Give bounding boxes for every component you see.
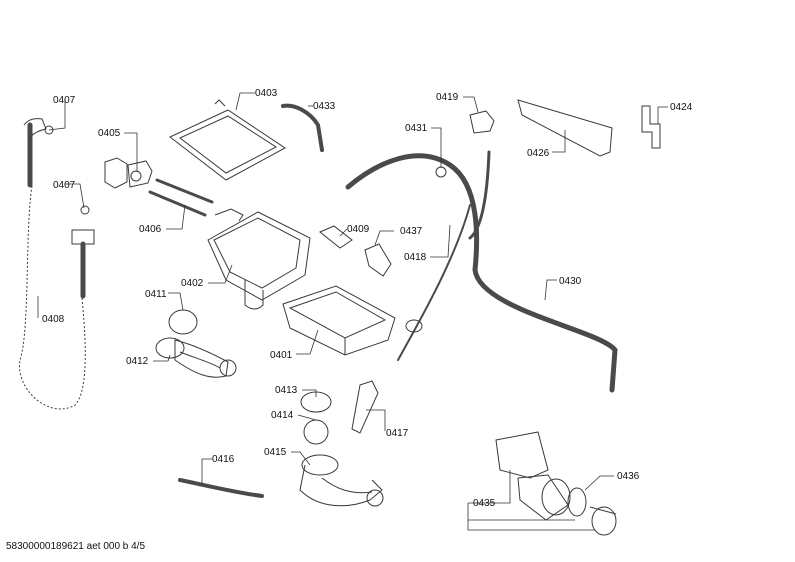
part-labels: 0403 0433 0407 0405 0407 0406 0402 0409 …	[42, 88, 693, 509]
label-0402: 0402	[181, 278, 204, 289]
label-0430: 0430	[559, 276, 582, 287]
hose-0433	[281, 103, 324, 152]
label-0409: 0409	[347, 224, 370, 235]
label-0407-b: 0407	[53, 180, 76, 191]
label-0418: 0418	[404, 252, 427, 263]
label-0426: 0426	[527, 148, 550, 159]
label-0413: 0413	[275, 385, 298, 396]
sump-assembly	[299, 391, 384, 507]
label-0437: 0437	[400, 226, 423, 237]
label-0411: 0411	[145, 289, 167, 300]
inlet-hose-assembly	[19, 118, 95, 410]
detergent-drawer	[282, 285, 396, 356]
part-0437	[364, 243, 392, 277]
bracket-0426	[517, 99, 613, 157]
label-0433: 0433	[313, 101, 336, 112]
clip-0424	[641, 105, 661, 149]
label-0436: 0436	[617, 471, 640, 482]
label-0403: 0403	[255, 88, 278, 99]
label-0414: 0414	[271, 410, 294, 421]
lid-frame	[169, 99, 286, 181]
label-0431: 0431	[405, 123, 428, 134]
label-0416: 0416	[212, 454, 235, 465]
label-0417: 0417	[386, 428, 409, 439]
label-0405: 0405	[98, 128, 121, 139]
label-0419: 0419	[436, 92, 459, 103]
leader-lines	[37, 92, 668, 531]
label-0415: 0415	[264, 447, 287, 458]
valve-assembly	[104, 157, 214, 217]
label-0424: 0424	[670, 102, 693, 113]
document-footer-id: 58300000189621 aet 000 b 4/5	[6, 541, 146, 552]
drain-hoses	[345, 110, 618, 393]
part-0409	[319, 225, 353, 249]
hose-0416	[178, 478, 264, 498]
label-0401: 0401	[270, 350, 293, 361]
label-0435: 0435	[473, 498, 496, 509]
label-0406: 0406	[139, 224, 162, 235]
label-0407-a: 0407	[53, 95, 76, 106]
drain-pump	[495, 431, 617, 536]
heater-0417	[351, 380, 379, 434]
detergent-housing	[207, 208, 311, 310]
bellows-0412	[155, 309, 237, 378]
label-0408: 0408	[42, 314, 65, 325]
label-0412: 0412	[126, 356, 149, 367]
